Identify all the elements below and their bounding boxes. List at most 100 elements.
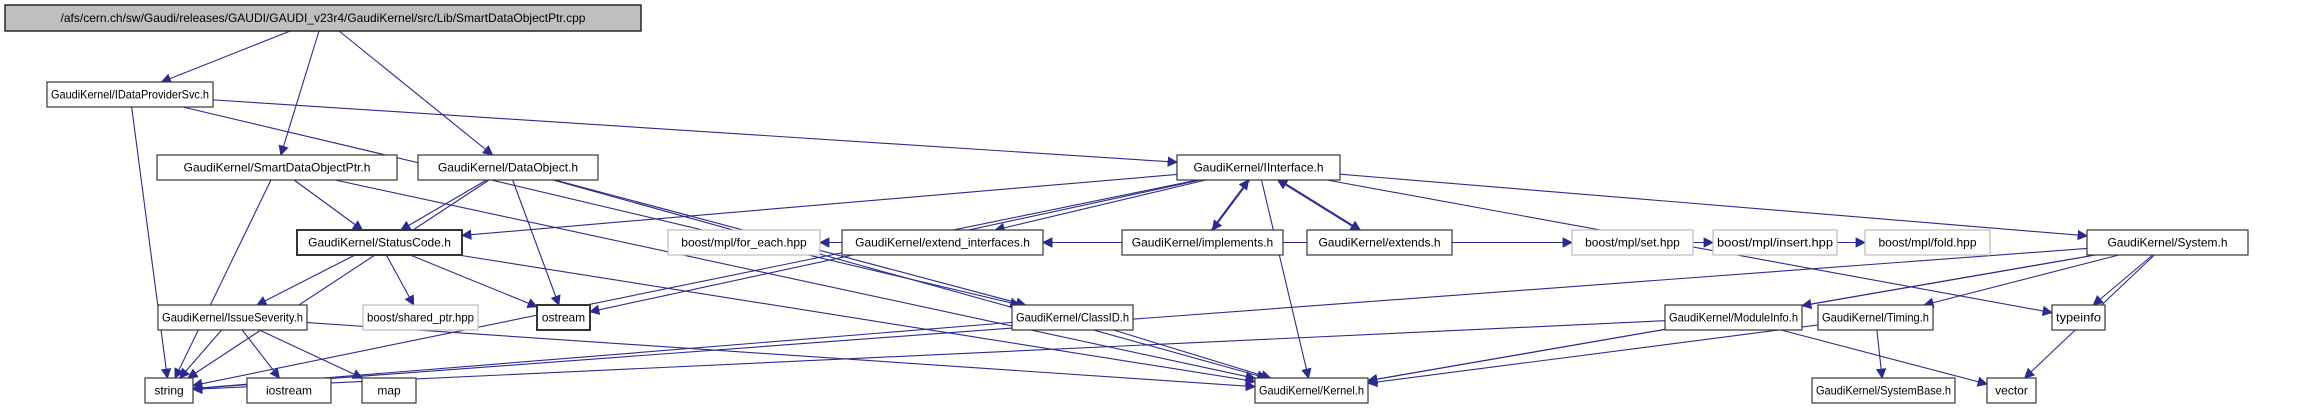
node-box-timing[interactable] [1817,304,1934,331]
node-box-vector[interactable] [1986,377,2037,404]
node-label-kernel: GaudiKernel/Kernel.h [1259,384,1364,398]
graph-node-system[interactable]: GaudiKernel/System.h [2086,229,2249,256]
graph-node-ostream[interactable]: ostream [536,304,591,331]
include-edge-dataobject-to-statuscode [400,179,487,231]
include-edge-moduleinfo-to-string [191,320,1666,395]
include-edge-iinterface-to-extend_interfaces [994,179,1206,233]
node-label-iostream: iostream [266,384,312,398]
include-edge-classid-to-kernel [1113,329,1272,381]
graph-node-smartdataobjectptr[interactable]: GaudiKernel/SmartDataObjectPtr.h [156,154,398,181]
include-edge-iinterface-to-kernel [1260,179,1312,380]
node-label-issueseverity: GaudiKernel/IssueSeverity.h [162,311,303,325]
node-box-shared_ptr[interactable] [362,304,479,331]
graph-node-for_each[interactable]: boost/mpl/for_each.hpp [667,229,821,256]
graph-node-string[interactable]: string [144,377,194,404]
node-box-statuscode[interactable] [296,229,463,256]
node-label-vector: vector [1995,384,2028,398]
graph-node-extends[interactable]: GaudiKernel/extends.h [1306,229,1453,256]
node-box-classid[interactable] [1011,304,1134,331]
graph-node-implements[interactable]: GaudiKernel/implements.h [1121,229,1284,256]
graph-node-mpl_set[interactable]: boost/mpl/set.hpp [1571,229,1694,256]
node-label-mpl_set: boost/mpl/set.hpp [1585,236,1680,250]
node-box-iostream[interactable] [246,377,332,404]
node-label-ostream: ostream [542,311,585,325]
node-box-for_each[interactable] [667,229,821,256]
include-edge-cpp-to-dataobject [338,30,494,156]
graph-node-iinterface[interactable]: GaudiKernel/IInterface.h [1176,154,1341,181]
node-box-extend_interfaces[interactable] [841,229,1044,256]
node-label-dataobject: GaudiKernel/DataObject.h [438,161,578,175]
include-edge-moduleinfo-to-vector [1780,329,1989,387]
node-box-iinterface[interactable] [1176,154,1341,181]
node-label-string: string [154,384,183,398]
node-box-smartdataobjectptr[interactable] [156,154,398,181]
graph-node-statuscode[interactable]: GaudiKernel/StatusCode.h [296,229,463,256]
node-label-smartdataobjectptr: GaudiKernel/SmartDataObjectPtr.h [184,161,371,175]
include-edge-cpp-to-smartdataobjectptr [278,30,320,156]
graph-node-idataprovidersvc[interactable]: GaudiKernel/IDataProviderSvc.h [46,81,214,108]
graph-node-shared_ptr[interactable]: boost/shared_ptr.hpp [362,304,479,331]
include-edge-implements-to-iinterface [1210,179,1250,231]
graph-node-map[interactable]: map [361,377,417,404]
node-label-systembase: GaudiKernel/SystemBase.h [1816,384,1951,398]
include-edge-idataprovidersvc-to-iinterface [212,99,1179,167]
graph-node-cpp[interactable]: /afs/cern.ch/sw/Gaudi/releases/GAUDI/GAU… [4,4,642,32]
graph-node-mpl_fold[interactable]: boost/mpl/fold.hpp [1864,229,1991,256]
node-box-dataobject[interactable] [417,154,599,181]
graph-node-iostream[interactable]: iostream [246,377,332,404]
graph-node-issueseverity[interactable]: GaudiKernel/IssueSeverity.h [157,304,308,331]
node-box-map[interactable] [361,377,417,404]
node-box-moduleinfo[interactable] [1664,304,1803,331]
graph-node-kernel[interactable]: GaudiKernel/Kernel.h [1254,377,1369,404]
node-box-kernel[interactable] [1254,377,1369,404]
include-edge-iinterface-to-implements [1211,179,1251,231]
node-box-idataprovidersvc[interactable] [46,81,214,108]
graph-node-systembase[interactable]: GaudiKernel/SystemBase.h [1811,377,1956,404]
node-box-issueseverity[interactable] [157,304,308,331]
include-edge-issueseverity-to-map [259,329,364,379]
graph-node-typeinfo[interactable]: typeinfo [2051,304,2106,331]
node-box-mpl_set[interactable] [1571,229,1694,256]
node-label-mpl_fold: boost/mpl/fold.hpp [1878,236,1976,250]
node-label-mpl_insert: boost/mpl/insert.hpp [1717,236,1833,250]
edge-layer [131,30,2155,395]
node-label-system: GaudiKernel/System.h [2107,236,2227,250]
node-box-mpl_fold[interactable] [1864,229,1991,256]
graph-node-timing[interactable]: GaudiKernel/Timing.h [1817,304,1934,331]
node-label-idataprovidersvc: GaudiKernel/IDataProviderSvc.h [51,88,209,102]
graph-node-classid[interactable]: GaudiKernel/ClassID.h [1011,304,1134,331]
node-box-typeinfo[interactable] [2051,304,2106,331]
node-box-cpp[interactable] [4,4,642,32]
include-edge-timing-to-systembase [1875,329,1887,380]
include-edge-dataobject-to-ostream [512,179,561,306]
node-box-systembase[interactable] [1811,377,1956,404]
node-label-timing: GaudiKernel/Timing.h [1822,311,1929,325]
node-label-statuscode: GaudiKernel/StatusCode.h [308,236,451,250]
node-label-map: map [377,384,401,398]
graph-node-vector[interactable]: vector [1986,377,2037,404]
include-edge-dataobject-to-kernel [552,179,1268,381]
graph-node-extend_interfaces[interactable]: GaudiKernel/extend_interfaces.h [841,229,1044,256]
node-box-mpl_insert[interactable] [1712,229,1838,256]
include-edge-timing-to-kernel [1366,324,1819,388]
node-label-implements: GaudiKernel/implements.h [1132,236,1273,250]
node-label-extend_interfaces: GaudiKernel/extend_interfaces.h [855,236,1030,250]
include-edge-system-to-moduleinfo [1800,254,2096,310]
graph-node-dataobject[interactable]: GaudiKernel/DataObject.h [417,154,599,181]
include-edge-issueseverity-to-string [179,329,223,379]
node-box-ostream[interactable] [536,304,591,331]
include-edge-iinterface-to-string [191,179,1198,389]
graph-node-moduleinfo[interactable]: GaudiKernel/ModuleInfo.h [1664,304,1803,331]
node-box-string[interactable] [144,377,194,404]
include-edge-smartdataobjectptr-to-string [174,179,272,379]
node-label-moduleinfo: GaudiKernel/ModuleInfo.h [1669,311,1798,325]
node-box-system[interactable] [2086,229,2249,256]
include-edge-issueseverity-to-kernel [306,321,1257,392]
include-edge-statuscode-to-ostream [409,254,538,308]
include-edge-extends-to-iinterface [1276,179,1359,231]
graph-node-mpl_insert[interactable]: boost/mpl/insert.hpp [1712,229,1838,256]
include-edge-iinterface-to-extends [1279,179,1362,231]
node-box-extends[interactable] [1306,229,1453,256]
node-box-implements[interactable] [1121,229,1284,256]
